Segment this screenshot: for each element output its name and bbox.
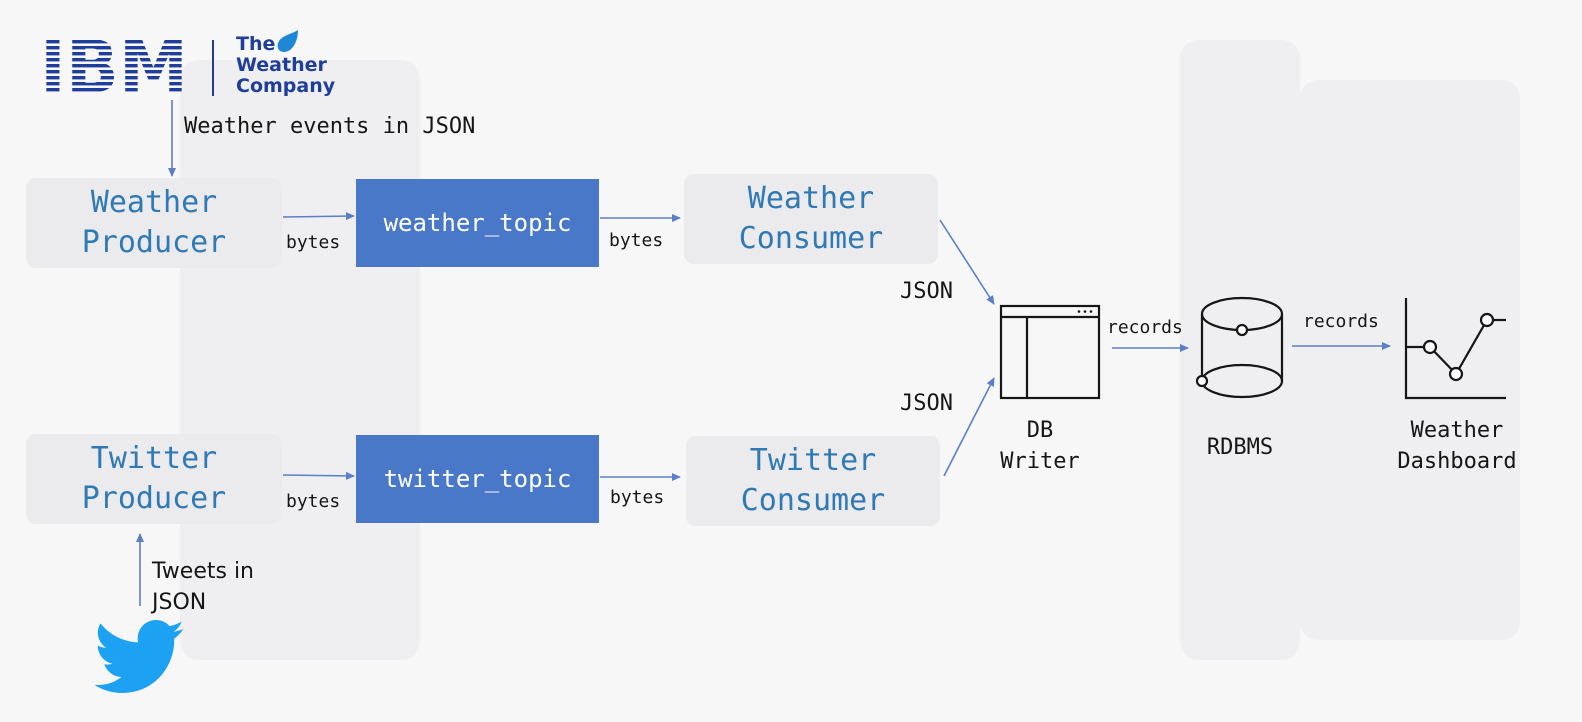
weather-company-line: Weather <box>236 54 327 76</box>
node-label-line: Weather <box>90 185 218 220</box>
weather-producer-node: Weather Producer <box>26 178 282 268</box>
node-label-line: Producer <box>81 225 227 260</box>
weather-company-drop-icon <box>277 30 298 52</box>
weather-company-logo: The Weather Company <box>236 34 335 97</box>
window-icon <box>999 304 1101 400</box>
rdbms-label: RDBMS <box>1206 435 1274 460</box>
caption-line: DB <box>1026 418 1054 443</box>
twitter-bird-icon <box>94 620 185 693</box>
node-label-line: Producer <box>81 481 227 516</box>
bytes-label: bytes <box>286 491 341 512</box>
db-writer-label: DB Writer <box>990 415 1090 477</box>
weather-events-label: Weather events in JSON <box>184 114 476 139</box>
ibm-logo: IBM <box>40 25 200 109</box>
arrow-tc-to-db <box>943 377 995 477</box>
node-label-line: Consumer <box>738 221 884 256</box>
node-label-line: Weather <box>747 181 875 216</box>
arrow-wp-to-wt <box>282 212 355 221</box>
logo-divider <box>212 40 214 96</box>
json-label: JSON <box>900 391 953 416</box>
node-label-line: Twitter <box>749 443 877 478</box>
weather-dashboard-label: Weather Dashboard <box>1382 415 1532 477</box>
background-shape <box>1300 80 1520 640</box>
svg-text:IBM: IBM <box>40 34 188 100</box>
caption-line: Weather <box>1410 418 1504 443</box>
node-label-line: Twitter <box>90 441 218 476</box>
twitter-consumer-node: Twitter Consumer <box>686 436 940 526</box>
node-label-line: Consumer <box>740 483 886 518</box>
tweets-label-line: JSON <box>152 590 207 615</box>
weather-consumer-node: Weather Consumer <box>684 174 938 264</box>
weather-topic-node: weather_topic <box>356 179 599 267</box>
tweets-label: Tweets in JSON <box>152 556 254 618</box>
json-label: JSON <box>900 279 953 304</box>
arrow-wc-to-db <box>939 219 995 305</box>
database-icon <box>1195 296 1284 399</box>
twitter-topic-node: twitter_topic <box>356 435 599 523</box>
twitter-producer-node: Twitter Producer <box>26 434 282 524</box>
line-chart-icon <box>1404 298 1506 400</box>
bytes-label: bytes <box>610 487 665 508</box>
background-shape <box>1180 40 1300 660</box>
records-label: records <box>1303 311 1379 332</box>
records-label: records <box>1107 317 1183 338</box>
caption-line: Writer <box>1000 449 1080 474</box>
weather-company-line: The <box>236 33 276 55</box>
background-shape <box>180 60 420 660</box>
tweets-label-line: Tweets in <box>152 559 254 584</box>
weather-company-line: Company <box>236 75 336 97</box>
caption-line: Dashboard <box>1397 449 1517 474</box>
bytes-label: bytes <box>609 230 664 251</box>
bytes-label: bytes <box>286 232 341 253</box>
arrow-tp-to-tt <box>282 471 355 480</box>
ibm-logo-icon: IBM <box>40 25 188 109</box>
